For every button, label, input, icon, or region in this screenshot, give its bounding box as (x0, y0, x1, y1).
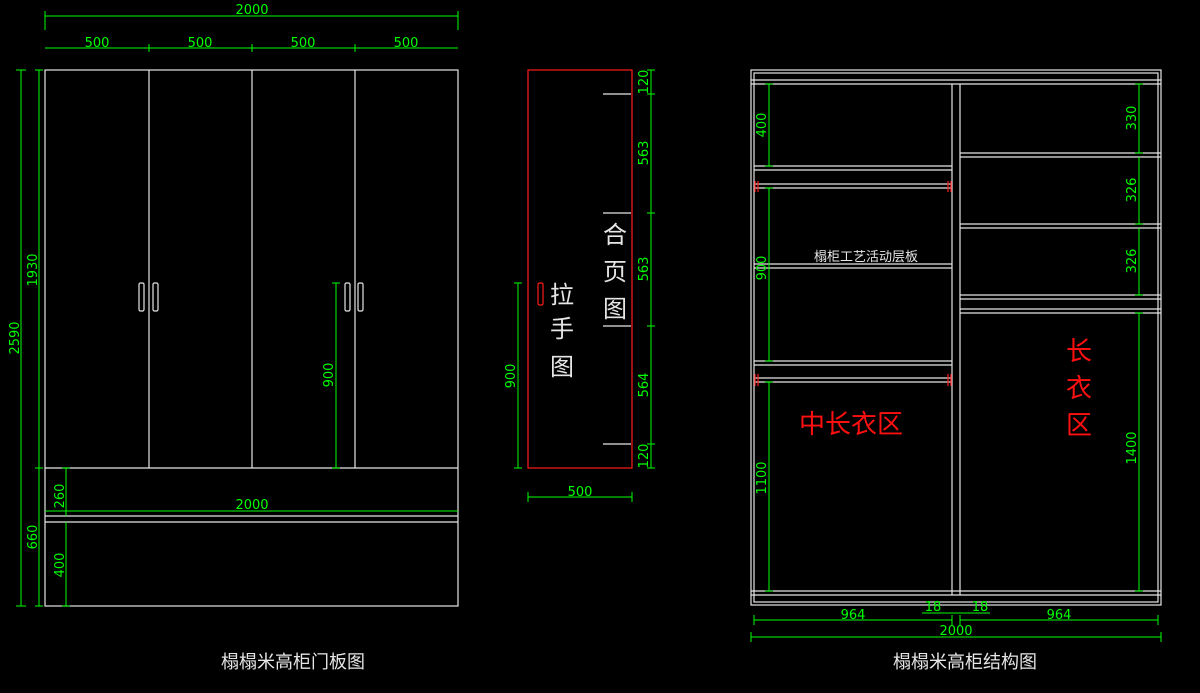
hinge-label-line-3: 图 (603, 295, 627, 323)
dim-structure-total-width: 2000 (939, 624, 972, 639)
structure-bottom-dimensions: 964 964 18 18 2000 (750, 600, 1162, 642)
dim-right-top: 330 (1125, 106, 1140, 131)
right-zone-label: 长 衣 区 (1066, 337, 1092, 441)
left-shelves (754, 165, 952, 383)
right-zone-label-line-3: 区 (1066, 411, 1092, 441)
dim-side-width: 500 (568, 485, 593, 500)
door-view-caption: 榻榻米高柜门板图 (221, 652, 365, 673)
door-lower-dimensions: 260 2000 400 (45, 467, 458, 607)
dim-handle-height: 900 (322, 363, 337, 388)
dim-lower-height: 660 (26, 525, 41, 550)
dim-base-height: 400 (53, 553, 68, 578)
side-hinge-dimensions: 120 563 563 564 120 (637, 69, 655, 469)
dim-door-width-3: 500 (291, 36, 316, 51)
hinge-label-line-2: 页 (603, 258, 627, 286)
dim-upper-height: 1930 (26, 253, 41, 286)
dim-left-bottom: 1100 (755, 461, 770, 494)
dim-hinge-gap-1: 563 (637, 141, 652, 166)
door-left-dimensions: 2590 1930 660 (8, 69, 43, 607)
shelf-label: 榻柜工艺活动层板 (814, 250, 918, 265)
structure-left-dimensions: 400 900 1100 (755, 83, 773, 592)
dim-left-mid: 900 (755, 256, 770, 281)
handle-label-line-3: 图 (550, 353, 574, 381)
dim-drawer-height: 260 (53, 484, 68, 509)
structure-right-dimensions: 330 326 326 1400 (1125, 83, 1143, 592)
dim-door-width-1: 500 (85, 36, 110, 51)
dim-right-width: 964 (1047, 608, 1072, 623)
dim-right-mid-2: 326 (1125, 249, 1140, 274)
door-view: 2000 500 500 500 500 2590 1930 660 (8, 3, 459, 673)
dim-drawer-width: 2000 (235, 498, 268, 513)
structure-view-caption: 榻榻米高柜结构图 (893, 652, 1037, 673)
dim-total-width: 2000 (235, 3, 268, 18)
door-handle-left (138, 282, 159, 312)
left-zone-label: 中长衣区 (799, 410, 903, 440)
dim-panel-right: 18 (972, 600, 989, 615)
dim-door-width-4: 500 (394, 36, 419, 51)
hanging-rail-marks (754, 181, 952, 386)
side-handle-dimension: 900 (504, 282, 522, 469)
dim-right-mid-1: 326 (1125, 178, 1140, 203)
handle-label: 拉 手 图 (550, 281, 574, 381)
dim-side-handle-height: 900 (504, 364, 519, 389)
handle-label-line-1: 拉 (550, 281, 574, 309)
hinge-label: 合 页 图 (603, 221, 627, 323)
side-handle (537, 282, 544, 306)
handle-label-line-2: 手 (550, 315, 574, 343)
structure-view: 400 900 1100 330 326 326 1400 (750, 69, 1162, 673)
right-zone-label-line-2: 衣 (1066, 374, 1092, 404)
dim-left-top: 400 (755, 113, 770, 138)
dim-panel-left: 18 (925, 600, 942, 615)
structure-outline (750, 69, 1162, 606)
door-handle-dimension: 900 (322, 282, 340, 469)
side-door-outline (527, 69, 633, 469)
dim-door-width-2: 500 (188, 36, 213, 51)
dim-hinge-gap-3: 564 (637, 373, 652, 398)
right-zone-label-line-1: 长 (1066, 337, 1092, 367)
door-handle-right (344, 282, 364, 312)
dim-hinge-bottom: 120 (637, 444, 652, 469)
right-shelves (960, 152, 1161, 314)
side-width-dimension: 500 (527, 485, 633, 502)
hinge-label-line-1: 合 (603, 221, 627, 249)
door-top-dimensions: 2000 500 500 500 500 (44, 3, 459, 52)
dim-right-bottom: 1400 (1125, 431, 1140, 464)
structure-inner-outline (753, 72, 1159, 603)
dim-total-height: 2590 (8, 321, 23, 354)
side-view: 拉 手 图 合 页 图 120 563 563 564 120 (504, 69, 655, 502)
dim-left-width: 964 (841, 608, 866, 623)
dim-hinge-top: 120 (637, 70, 652, 95)
dim-hinge-gap-2: 563 (637, 257, 652, 282)
